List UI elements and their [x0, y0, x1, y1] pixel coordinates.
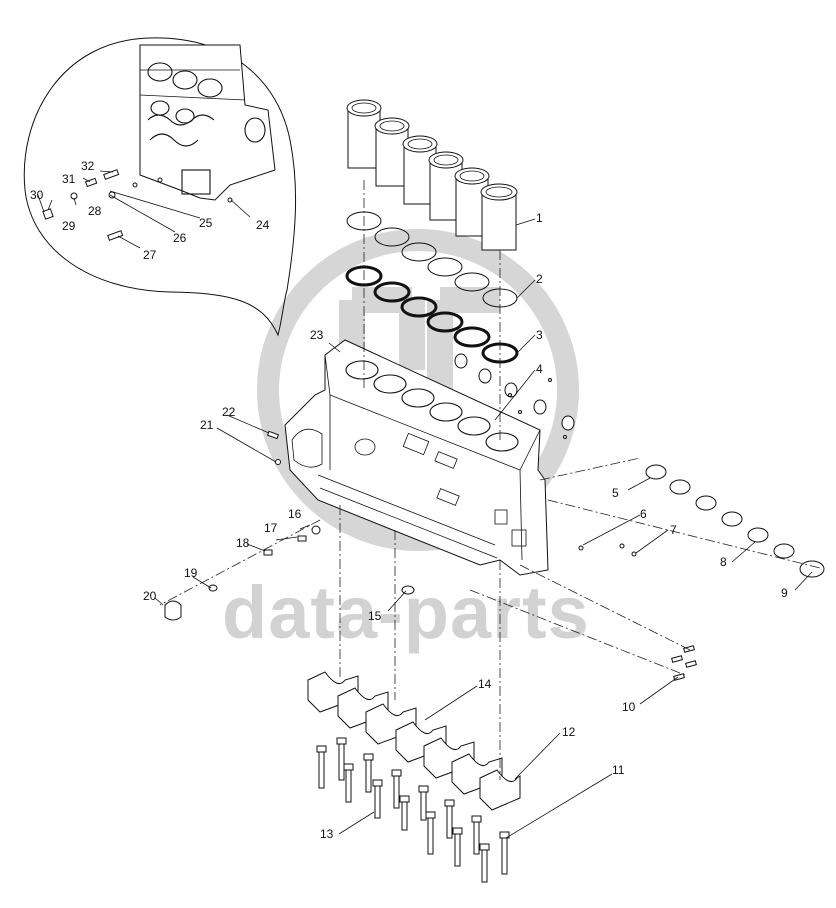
callout-16: 16	[288, 507, 302, 521]
callout-5: 5	[612, 486, 619, 500]
callout-20: 20	[143, 589, 157, 603]
assembly-centerlines	[159, 180, 821, 780]
callout-21: 21	[200, 418, 214, 432]
callout-25: 25	[199, 216, 213, 230]
callout-22: 22	[222, 405, 236, 419]
callout-8: 8	[720, 555, 727, 569]
callout-2: 2	[536, 272, 543, 286]
callout-6: 6	[640, 507, 647, 521]
cap-bolts	[316, 737, 510, 883]
callout-1: 1	[536, 211, 543, 225]
callout-11: 11	[612, 763, 625, 777]
callout-10: 10	[622, 700, 636, 714]
leader-lines	[37, 170, 813, 839]
main-bearing-caps	[307, 671, 521, 811]
callout-17: 17	[264, 521, 278, 535]
bearing-cap	[479, 769, 521, 811]
callout-27: 27	[143, 248, 157, 262]
callout-18: 18	[236, 536, 250, 550]
callout-13: 13	[320, 827, 334, 841]
callout-12: 12	[562, 725, 576, 739]
callout-31: 31	[62, 172, 76, 186]
callout-23: 23	[310, 328, 324, 342]
callout-30: 30	[30, 188, 44, 202]
hole-plugs	[671, 645, 697, 681]
callout-7: 7	[670, 523, 677, 537]
core-plugs	[454, 353, 575, 439]
callout-9: 9	[781, 586, 788, 600]
callout-15: 15	[368, 609, 382, 623]
cylinder-block	[284, 339, 549, 576]
liner	[374, 117, 410, 187]
inset-small-parts	[42, 169, 233, 241]
inset-block-drawing	[139, 44, 276, 201]
callout-4: 4	[536, 362, 543, 376]
cylinder-liners	[346, 99, 518, 251]
callout-32: 32	[81, 159, 95, 173]
callout-26: 26	[173, 231, 187, 245]
callout-labels: 1 2 3 4 5 6 7 8 9 10 11 12 13 14 15 16 1…	[30, 159, 788, 841]
callout-28: 28	[88, 204, 102, 218]
detail-inset-bubble	[23, 37, 297, 337]
liner	[480, 183, 518, 251]
side-fittings	[164, 430, 637, 621]
callout-3: 3	[536, 328, 543, 342]
callout-24: 24	[256, 218, 270, 232]
callout-19: 19	[184, 566, 198, 580]
callout-14: 14	[478, 677, 492, 691]
callout-29: 29	[62, 219, 76, 233]
camshaft-bushings	[645, 464, 825, 578]
